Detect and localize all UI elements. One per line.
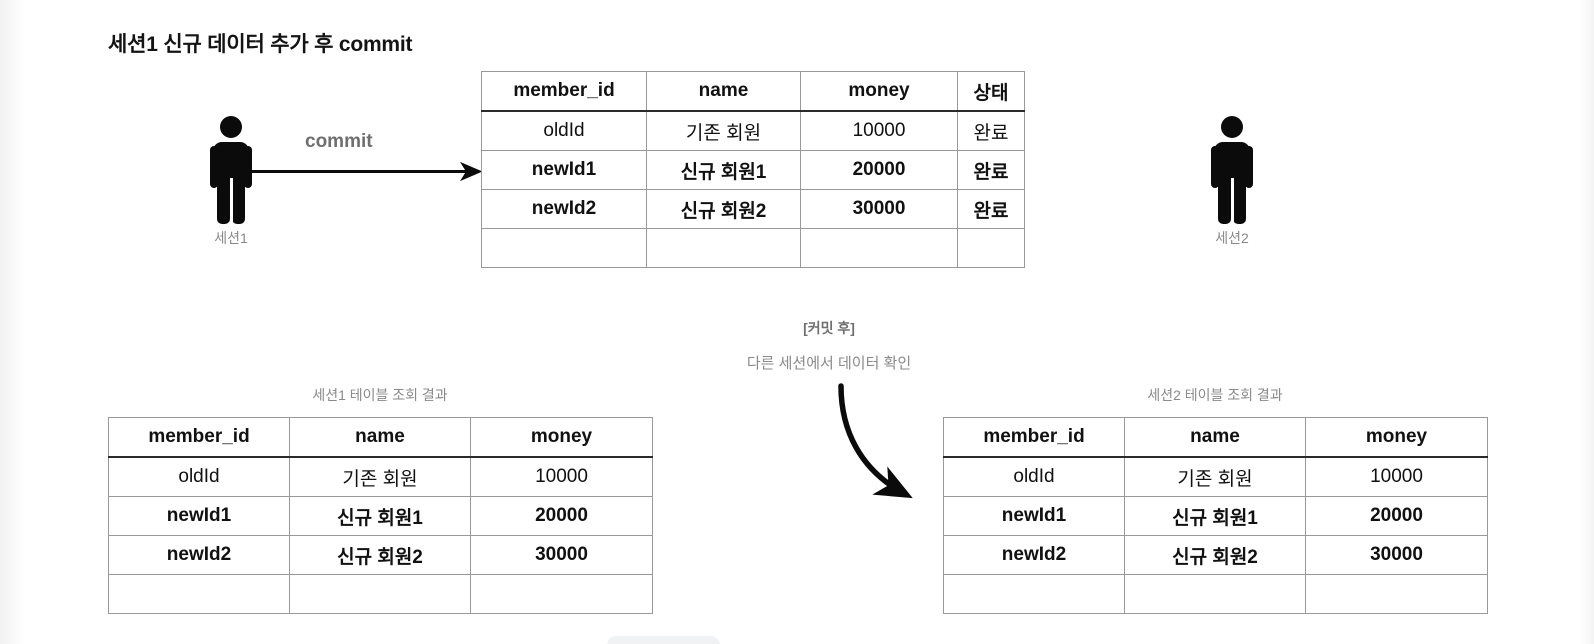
cell-name: 기존 회원 — [1124, 456, 1306, 497]
cell-name: 기존 회원 — [646, 110, 801, 151]
cell-name: 신규 회원1 — [1124, 496, 1306, 536]
table-row: newId2 신규 회원2 30000 완료 — [481, 189, 1025, 229]
table-row: newId2 신규 회원2 30000 — [943, 535, 1488, 575]
column-header-member-id: member_id — [108, 417, 290, 458]
cell-name: 신규 회원1 — [646, 150, 801, 190]
session2-result-caption: 세션2 테이블 조회 결과 — [1147, 387, 1283, 403]
column-header-member-id: member_id — [481, 71, 647, 112]
after-commit-heading: [커밋 후] — [803, 320, 855, 336]
cell-name: 신규 회원2 — [646, 189, 801, 229]
cell-money: 30000 — [1305, 535, 1488, 575]
cell-member-id: oldId — [943, 456, 1125, 497]
person-leg-right-icon — [1233, 176, 1246, 224]
commit-arrow-label: commit — [305, 131, 373, 152]
cell-money — [1305, 574, 1488, 614]
cell-money: 10000 — [800, 110, 958, 151]
cell-member-id: newId1 — [943, 496, 1125, 536]
table-row: newId1 신규 회원1 20000 — [108, 496, 653, 536]
cell-money: 10000 — [1305, 456, 1488, 497]
bottom-clipped-chip — [607, 636, 720, 644]
column-header-status: 상태 — [957, 71, 1025, 112]
curved-arrow-icon — [838, 383, 913, 499]
cell-name: 기존 회원 — [289, 456, 471, 497]
cell-name: 신규 회원2 — [1124, 535, 1306, 575]
person-head-icon — [1221, 116, 1243, 138]
session2-person-icon — [1205, 116, 1259, 224]
cell-money — [800, 228, 958, 268]
cell-money: 20000 — [1305, 496, 1488, 536]
cell-name — [1124, 574, 1306, 614]
cell-money: 30000 — [800, 189, 958, 229]
column-header-money: money — [1305, 417, 1488, 458]
person-leg-left-icon — [1218, 176, 1231, 224]
person-torso-icon — [213, 142, 249, 182]
cell-name — [289, 574, 471, 614]
person-head-icon — [220, 116, 242, 138]
person-leg-gap — [1231, 178, 1234, 224]
column-header-money: money — [800, 71, 958, 112]
cell-member-id: newId2 — [943, 535, 1125, 575]
cell-name: 신규 회원1 — [289, 496, 471, 536]
session1-result-table: member_id name money oldId 기존 회원 10000 n… — [108, 417, 653, 614]
cell-money: 20000 — [800, 150, 958, 190]
person-leg-gap — [230, 178, 233, 224]
table-header-row: member_id name money 상태 — [481, 71, 1025, 112]
cell-name: 신규 회원2 — [289, 535, 471, 575]
column-header-member-id: member_id — [943, 417, 1125, 458]
person-leg-left-icon — [217, 176, 230, 224]
cell-money: 10000 — [470, 456, 653, 497]
table-row-empty — [943, 574, 1488, 614]
table-row-empty — [108, 574, 653, 614]
after-commit-subtext: 다른 세션에서 데이터 확인 — [746, 355, 912, 372]
cell-money — [470, 574, 653, 614]
column-header-name: name — [289, 417, 471, 458]
table-header-row: member_id name money — [108, 417, 653, 458]
session1-insert-table: member_id name money 상태 oldId 기존 회원 1000… — [481, 71, 1025, 268]
session1-label: 세션1 — [214, 230, 248, 246]
session1-result-caption: 세션1 테이블 조회 결과 — [312, 387, 448, 403]
cell-member-id: oldId — [108, 456, 290, 497]
column-header-name: name — [646, 71, 801, 112]
cell-money: 30000 — [470, 535, 653, 575]
cell-money: 20000 — [470, 496, 653, 536]
cell-status — [957, 228, 1025, 268]
cell-member-id: newId2 — [108, 535, 290, 575]
cell-member-id: newId1 — [108, 496, 290, 536]
cell-member-id — [108, 574, 290, 614]
person-torso-icon — [1214, 142, 1250, 182]
person-leg-right-icon — [232, 176, 245, 224]
session2-label: 세션2 — [1215, 230, 1249, 246]
cell-name — [646, 228, 801, 268]
session1-person-icon — [204, 116, 258, 224]
page-right-shade — [1580, 0, 1594, 644]
table-row: oldId 기존 회원 10000 — [108, 456, 653, 497]
cell-member-id: oldId — [481, 110, 647, 151]
table-row-empty — [481, 228, 1025, 268]
cell-status: 완료 — [957, 189, 1025, 229]
table-row: newId1 신규 회원1 20000 — [943, 496, 1488, 536]
cell-status: 완료 — [957, 150, 1025, 190]
cell-member-id — [481, 228, 647, 268]
table-header-row: member_id name money — [943, 417, 1488, 458]
table-row: oldId 기존 회원 10000 — [943, 456, 1488, 497]
column-header-money: money — [470, 417, 653, 458]
table-row: newId1 신규 회원1 20000 완료 — [481, 150, 1025, 190]
table-row: oldId 기존 회원 10000 완료 — [481, 110, 1025, 151]
cell-member-id: newId1 — [481, 150, 647, 190]
cell-member-id — [943, 574, 1125, 614]
table-row: newId2 신규 회원2 30000 — [108, 535, 653, 575]
session2-result-table: member_id name money oldId 기존 회원 10000 n… — [943, 417, 1488, 614]
cell-member-id: newId2 — [481, 189, 647, 229]
column-header-name: name — [1124, 417, 1306, 458]
cell-status: 완료 — [957, 110, 1025, 151]
page-left-shade — [0, 0, 26, 644]
page-title: 세션1 신규 데이터 추가 후 commit — [108, 33, 413, 56]
